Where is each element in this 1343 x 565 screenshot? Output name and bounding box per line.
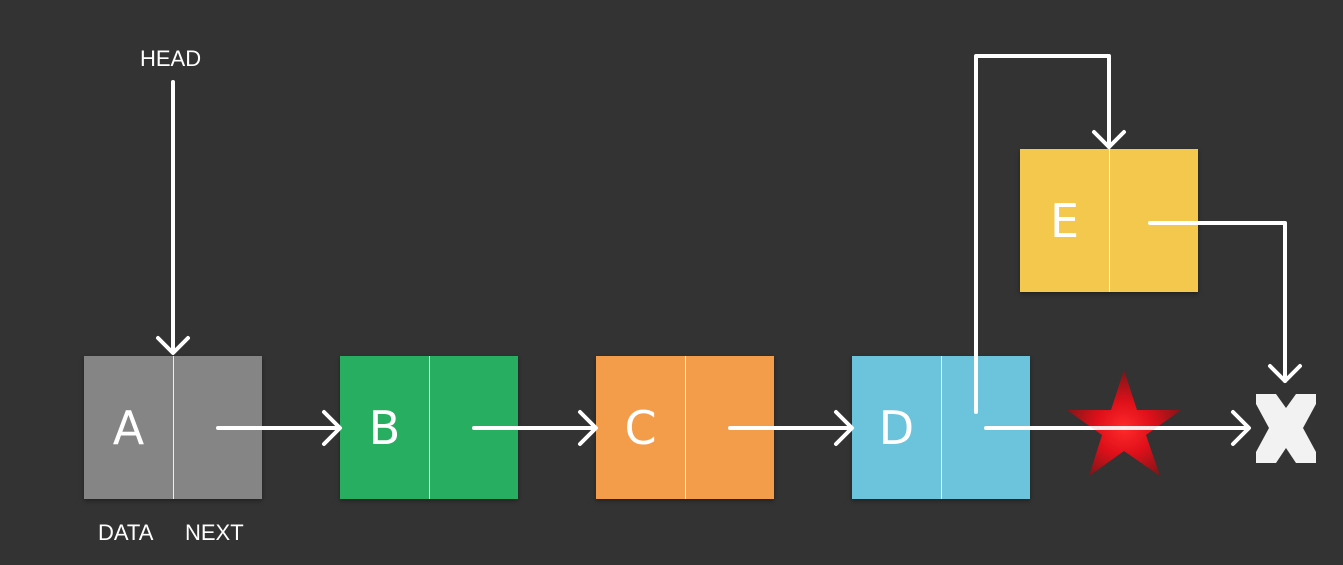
head-arrow xyxy=(156,80,190,355)
node-b-data: B xyxy=(368,400,401,455)
data-label: DATA xyxy=(98,520,154,545)
node-a: A xyxy=(84,356,262,499)
node-d-divider xyxy=(941,356,942,499)
head-label: HEAD xyxy=(140,46,202,71)
node-e-divider xyxy=(1109,149,1110,292)
node-a-divider xyxy=(173,356,174,499)
node-b-divider xyxy=(429,356,430,499)
node-c-divider xyxy=(685,356,686,499)
node-a-data: A xyxy=(112,400,145,455)
node-c: C xyxy=(596,356,774,499)
null-x-icon xyxy=(1256,394,1316,463)
red-star-icon xyxy=(1067,370,1181,476)
next-label: NEXT xyxy=(185,520,244,545)
node-e-data: E xyxy=(1049,193,1080,248)
node-e: E xyxy=(1020,149,1198,292)
node-c-data: C xyxy=(624,400,657,455)
node-d: D xyxy=(852,356,1030,499)
node-d-data: D xyxy=(878,400,915,455)
node-b: B xyxy=(340,356,518,499)
